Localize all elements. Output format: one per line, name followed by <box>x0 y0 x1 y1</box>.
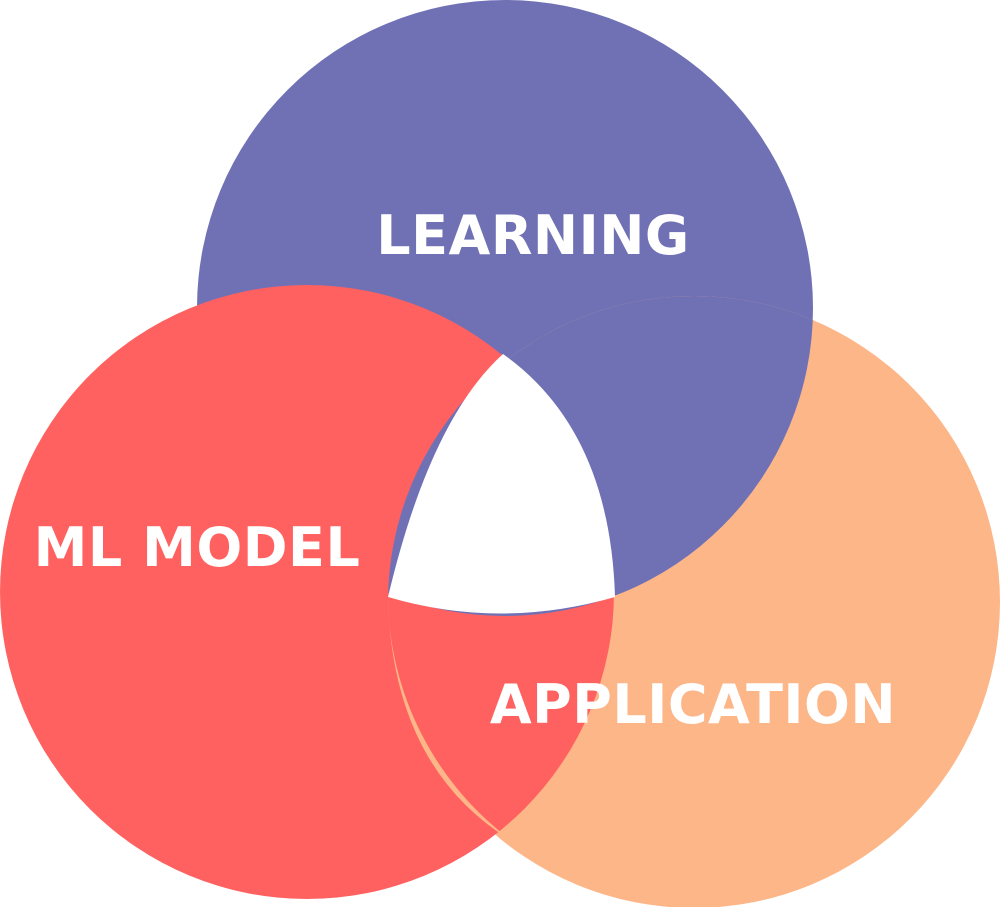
learning-label: LEARNING <box>376 204 689 267</box>
application-label: APPLICATION <box>490 673 896 736</box>
application-over-ml-model <box>388 597 515 843</box>
ml-model-label: ML MODEL <box>34 516 361 579</box>
center-intersection <box>388 354 615 614</box>
